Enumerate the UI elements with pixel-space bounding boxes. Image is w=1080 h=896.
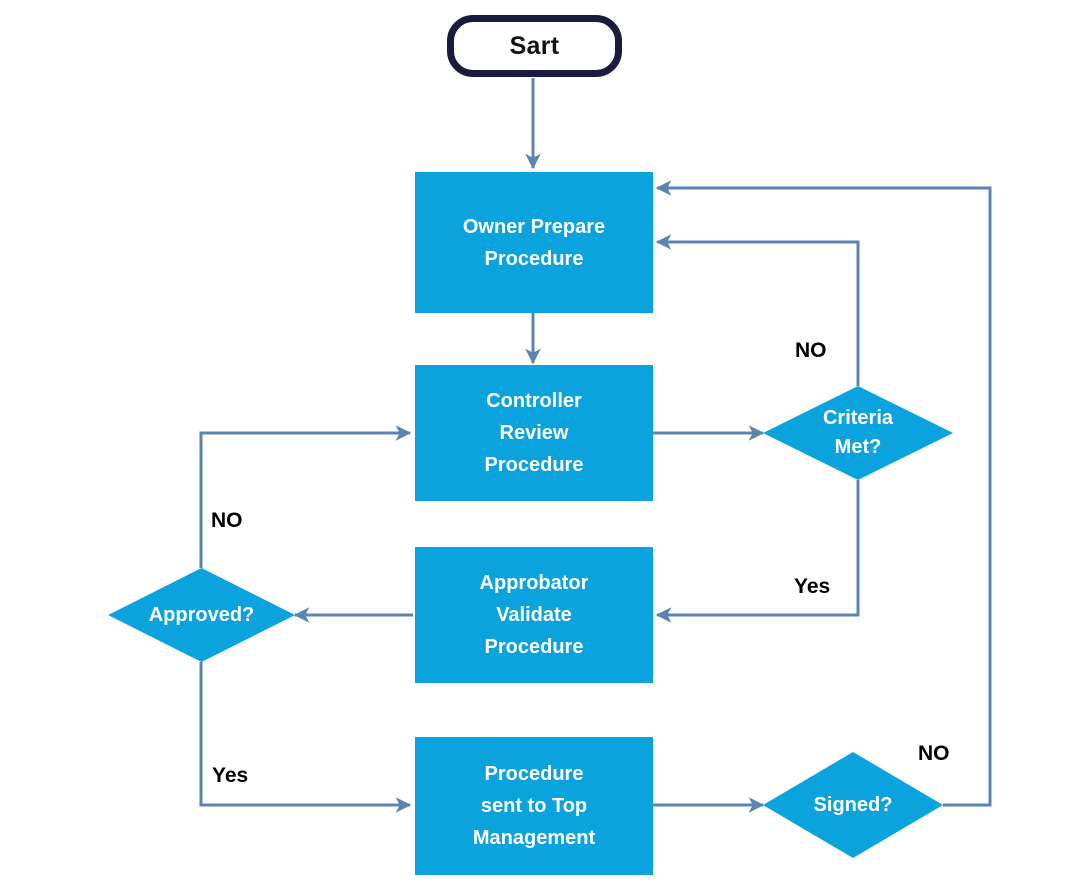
edge-label-criteria-no: NO: [795, 339, 827, 362]
edge-approved-no-to-controller: [199, 425, 412, 568]
node-owner-prepare-procedure-line-1: Owner Prepare: [462, 215, 606, 238]
node-procedure-sent-to-top-management-line-2: sent to Top: [480, 795, 588, 817]
node-procedure-sent-to-top-management-line-1: Procedure: [484, 763, 584, 785]
edge-signed-no-to-owner: [655, 180, 992, 807]
edge-label-approved-no: NO: [211, 509, 243, 532]
node-procedure-sent-to-top-management[interactable]: Procedure sent to Top Management: [415, 737, 653, 875]
node-controller-review-procedure-line-2: Review: [499, 422, 569, 444]
node-controller-review-procedure-line-1: Controller: [486, 390, 582, 412]
node-signed-decision[interactable]: Signed?: [763, 752, 943, 858]
signed-diamond-shape: [763, 752, 943, 858]
criteria-met-diamond-shape: [763, 386, 953, 480]
node-controller-review-procedure[interactable]: Controller Review Procedure: [415, 365, 653, 501]
node-procedure-sent-to-top-management-line-3: Management: [472, 827, 596, 849]
node-owner-prepare-procedure-line-2: Procedure: [484, 247, 584, 270]
node-approved-decision[interactable]: Approved?: [108, 568, 295, 662]
node-approbator-validate-procedure-line-3: Procedure: [484, 636, 584, 658]
node-approbator-validate-procedure-line-1: Approbator: [479, 572, 589, 594]
edge-label-criteria-yes: Yes: [794, 575, 831, 598]
edge-label-signed-no: NO: [918, 742, 950, 765]
node-approbator-validate-procedure-line-2: Validate: [496, 604, 572, 626]
edge-criteria-yes-to-approbator: [655, 480, 860, 623]
edge-label-approved-yes: Yes: [212, 764, 249, 787]
node-owner-prepare-procedure[interactable]: Owner Prepare Procedure: [415, 172, 653, 313]
node-criteria-met-decision[interactable]: Criteria Met?: [763, 386, 953, 480]
node-controller-review-procedure-line-3: Procedure: [484, 454, 584, 476]
edge-criteria-no-to-owner: [655, 234, 860, 386]
node-approbator-validate-procedure[interactable]: Approbator Validate Procedure: [415, 547, 653, 683]
approved-diamond-shape: [108, 568, 295, 662]
edge-approved-yes-to-topmgmt: [199, 662, 412, 813]
node-start[interactable]: Sart: [447, 15, 622, 77]
